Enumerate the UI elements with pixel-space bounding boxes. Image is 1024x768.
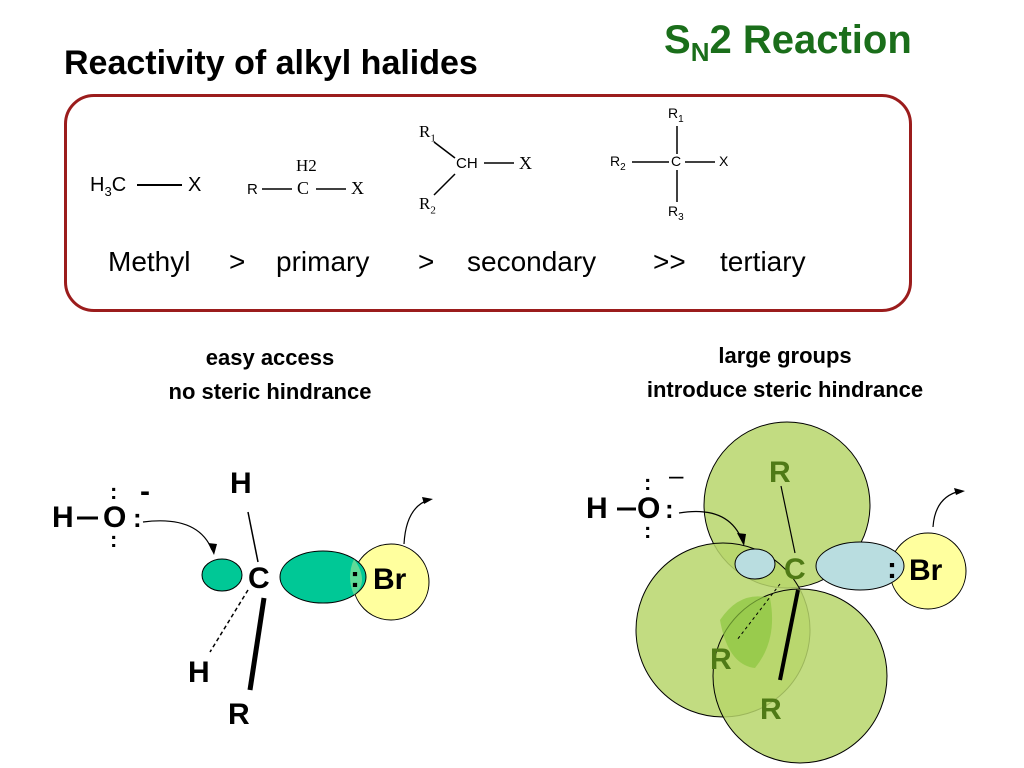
right-lone-pair-bottom: :: [644, 518, 652, 543]
left-hydroxide-h: H: [52, 501, 74, 534]
right-br-lone-pair: :: [887, 552, 897, 585]
secondary-r2: R2: [419, 194, 436, 217]
right-lone-pair-right: :: [665, 494, 674, 524]
right-left-r: R: [710, 643, 732, 676]
left-bromine: Br: [373, 563, 407, 596]
tertiary-r2: R2: [610, 153, 626, 173]
order-gt-1: >: [229, 246, 246, 277]
primary-c: C: [297, 178, 310, 198]
order-gt-3: >>: [653, 246, 686, 277]
order-tertiary: tertiary: [720, 246, 806, 277]
right-bromine: Br: [909, 554, 943, 587]
secondary-r1: R1: [419, 122, 436, 145]
left-caption-line-1: easy access: [205, 345, 335, 370]
left-top-h: H: [230, 467, 252, 500]
nucleophile-orbital: [201, 558, 243, 592]
reactivity-box: [64, 94, 912, 312]
c-br-orbital-right: [815, 541, 905, 591]
left-negative-charge: -: [140, 475, 150, 508]
left-r-group: R: [228, 698, 250, 731]
left-lone-pair-top: :: [110, 479, 117, 504]
right-top-r: R: [769, 456, 791, 489]
c-br-orbital: [279, 550, 367, 604]
tertiary-r3: R3: [668, 203, 684, 223]
primary-h2: H2: [296, 156, 317, 175]
primary-x: X: [351, 178, 364, 198]
right-caption: large groups introduce steric hindrance: [585, 339, 985, 407]
order-gt-2: >: [418, 246, 435, 277]
methyl-h3c: H3C: [90, 174, 127, 199]
right-bottom-r: R: [760, 693, 782, 726]
left-hydroxide-o: O: [103, 501, 127, 534]
left-caption: easy access no steric hindrance: [110, 341, 430, 409]
sn2-reaction-heading: SN2 Reaction: [664, 18, 912, 67]
right-negative-charge: –: [669, 460, 684, 490]
right-lone-pair-top: :: [644, 470, 652, 495]
tertiary-c: C: [671, 153, 682, 169]
right-hydroxide-o: O: [637, 492, 661, 525]
primary-r: R: [247, 181, 258, 198]
left-bottom-h: H: [188, 656, 210, 689]
right-carbon: C: [784, 553, 806, 586]
right-hydroxide-h: H: [586, 492, 608, 525]
left-carbon: C: [248, 562, 270, 595]
left-lone-pair-bottom: :: [110, 527, 118, 552]
tertiary-x: X: [719, 153, 729, 169]
secondary-ch: CH: [456, 155, 478, 172]
tertiary-r1: R1: [668, 105, 684, 125]
left-caption-line-2: no steric hindrance: [168, 379, 372, 404]
page-title: Reactivity of alkyl halides: [64, 44, 478, 82]
left-lone-pair-right: :: [133, 503, 142, 533]
secondary-x: X: [519, 153, 532, 173]
order-secondary: secondary: [467, 246, 597, 277]
right-caption-line-1: large groups: [718, 343, 852, 368]
right-caption-line-2: introduce steric hindrance: [646, 377, 924, 402]
order-primary: primary: [276, 246, 370, 277]
nucleophile-orbital-right: [734, 548, 776, 580]
order-methyl: Methyl: [108, 246, 191, 277]
methyl-x: X: [188, 174, 202, 196]
left-br-lone-pair: :: [350, 561, 360, 594]
